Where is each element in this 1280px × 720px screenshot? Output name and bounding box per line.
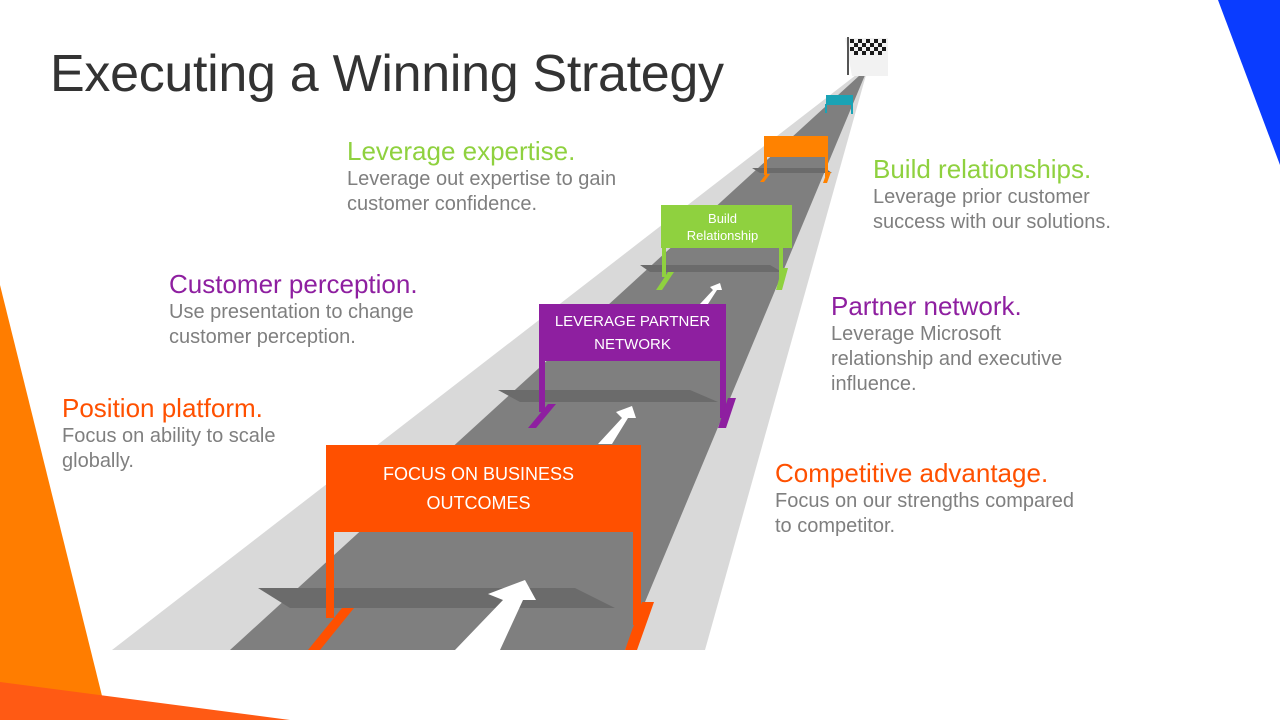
- sign-post: [764, 155, 767, 175]
- arrow-icon: [598, 406, 636, 444]
- sign-foot: [776, 268, 788, 290]
- sign-post: [825, 104, 827, 113]
- sign-shadow: [752, 168, 832, 173]
- checkered-flag-icon: [845, 37, 888, 76]
- callout-heading: Customer perception.: [169, 269, 418, 299]
- corner-accent-orange-left: [0, 285, 108, 720]
- callout-position-platform: Position platform. Focus on ability to s…: [62, 393, 312, 474]
- callout-body: Leverage out expertise to gain customer …: [347, 168, 617, 215]
- sign-post: [779, 245, 783, 280]
- sign-business-outcomes: FOCUS ON BUSINESS OUTCOMES: [326, 445, 641, 532]
- sign-shadow: [640, 265, 782, 272]
- sign-shadow: [258, 588, 615, 608]
- callout-heading: Leverage expertise.: [347, 136, 576, 166]
- callout-partner-network: Partner network. Leverage Microsoft rela…: [831, 291, 1091, 397]
- corner-accent-orange-bottom: [0, 682, 290, 720]
- sign-post: [662, 245, 666, 277]
- sign-foot: [823, 172, 831, 183]
- callout-competitive-advantage: Competitive advantage. Focus on our stre…: [775, 458, 1075, 539]
- arrow-icon: [700, 283, 722, 304]
- callout-build-relationships: Build relationships. Leverage prior cust…: [873, 154, 1143, 235]
- sign-foot: [308, 608, 354, 650]
- sign-post: [720, 360, 726, 418]
- callout-body: Focus on our strengths compared to compe…: [775, 490, 1075, 537]
- callout-heading: Partner network.: [831, 291, 1022, 321]
- callout-heading: Build relationships.: [873, 154, 1092, 184]
- callout-body: Use presentation to change customer perc…: [169, 301, 414, 348]
- light-orange-sign: [764, 136, 828, 157]
- callout-body: Leverage prior customer success with our…: [873, 186, 1111, 233]
- sign-shadow: [498, 390, 718, 402]
- callout-heading: Position platform.: [62, 393, 263, 423]
- sign-label: Build Relationship: [686, 210, 759, 243]
- callout-leverage-expertise: Leverage expertise. Leverage out experti…: [347, 136, 627, 217]
- arrow-icon: [455, 580, 536, 650]
- sign-label: FOCUS ON BUSINESS OUTCOMES: [382, 463, 575, 513]
- sign-partner-network: LEVERAGE PARTNER NETWORK: [539, 304, 726, 361]
- sign-post: [326, 530, 334, 618]
- sign-foot: [528, 404, 556, 428]
- callout-customer-perception: Customer perception. Use presentation to…: [169, 269, 459, 350]
- sign-post: [633, 530, 641, 625]
- callout-body: Leverage Microsoft relationship and exec…: [831, 323, 1063, 395]
- sign-build-relationship: Build Relationship: [661, 205, 792, 248]
- sign-foot: [760, 174, 770, 182]
- callout-body: Focus on ability to scale globally.: [62, 425, 276, 472]
- sign-post: [851, 104, 853, 114]
- teal-sign: [826, 95, 853, 105]
- slide-title: Executing a Winning Strategy: [50, 45, 724, 103]
- corner-accent-blue: [1218, 0, 1280, 165]
- sign-foot: [656, 272, 674, 290]
- sign-label: LEVERAGE PARTNER NETWORK: [554, 312, 711, 353]
- sign-foot: [625, 602, 654, 650]
- sign-post: [825, 155, 828, 177]
- sign-post: [539, 360, 545, 412]
- sign-foot: [718, 398, 736, 428]
- callout-heading: Competitive advantage.: [775, 458, 1049, 488]
